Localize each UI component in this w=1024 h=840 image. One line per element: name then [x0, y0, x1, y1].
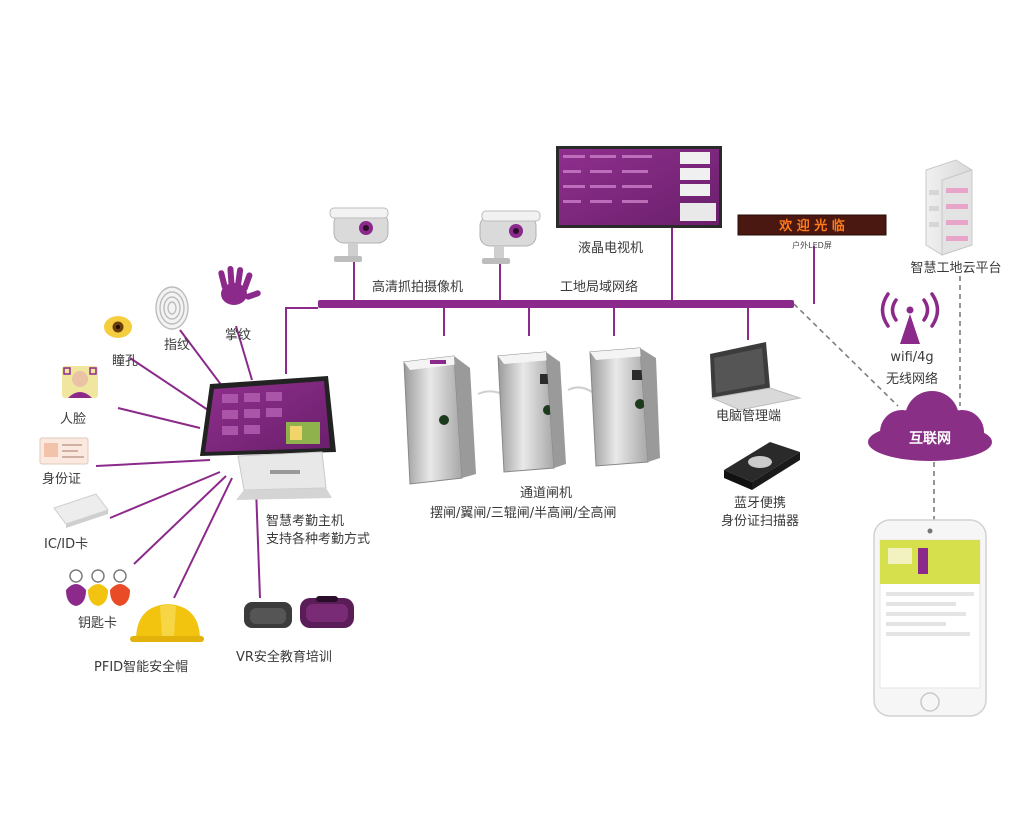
lan-bus-bar [318, 300, 794, 308]
key-fob-icon [66, 569, 130, 606]
fingerprint-icon [155, 286, 189, 330]
connection-lines [285, 226, 815, 374]
cloud-icon [868, 391, 992, 461]
turnstile-icon [589, 347, 660, 467]
tv-label: 液晶电视机 [578, 241, 644, 256]
face-icon [62, 366, 98, 398]
palm-label: 掌纹 [225, 328, 252, 343]
scanner-label-line1: 蓝牙便携 [733, 496, 787, 511]
internet-label: 互联网 [909, 431, 951, 447]
wifi-tower-icon [880, 292, 940, 344]
key-card-label: 钥匙卡 [78, 616, 118, 631]
vr-label: VR安全教育培训 [236, 650, 332, 665]
scanner-icon [724, 442, 800, 490]
ic-card-icon [53, 493, 109, 528]
id-card-icon [39, 437, 89, 465]
helmet-icon [130, 604, 204, 642]
id-card-label: 身份证 [42, 472, 82, 487]
terminal-icon [200, 376, 336, 500]
gate-label-line1: 通道闸机 [520, 486, 573, 501]
wireless-label-line2: 无线网络 [885, 372, 939, 387]
lan-label: 工地局域网络 [560, 280, 639, 295]
host-label-line1: 智慧考勤主机 [266, 514, 345, 529]
wireless-label-line1: wifi/4g [890, 350, 934, 365]
camera-label: 高清抓拍摄像机 [372, 280, 464, 295]
led-banner-text: 欢 迎 光 临 [778, 218, 845, 234]
turnstile-icon [497, 351, 593, 473]
palm-icon [218, 266, 261, 305]
smartphone-icon [873, 519, 987, 717]
helmet-label: PFID智能安全帽 [94, 660, 189, 675]
face-label: 人脸 [60, 412, 87, 427]
led-label: 户外LED屏 [792, 241, 832, 250]
camera-icon [479, 210, 541, 264]
camera-icon [329, 207, 389, 262]
attendance-spokes [95, 325, 261, 599]
host-label-line2: 支持各种考勤方式 [266, 532, 371, 547]
dashed-links [793, 276, 961, 520]
eye-icon [104, 316, 132, 338]
laptop-icon [710, 342, 802, 411]
iris-label: 瞳孔 [112, 354, 139, 369]
scanner-label-line2: 身份证扫描器 [720, 514, 800, 529]
tv-icon [556, 146, 722, 228]
led-screen-icon: 欢 迎 光 临 [737, 214, 887, 236]
cloud-server-icon [925, 159, 973, 256]
cloud-platform-label: 智慧工地云平台 [910, 261, 1002, 276]
vr-headset-icon [244, 596, 354, 628]
gate-label-line2: 摆闸/翼闸/三辊闸/半高闸/全高闸 [430, 506, 617, 521]
pc-label: 电脑管理端 [716, 409, 782, 424]
turnstile-icon [403, 355, 507, 485]
fingerprint-label: 指纹 [164, 338, 191, 353]
ic-card-label: IC/ID卡 [44, 537, 89, 552]
